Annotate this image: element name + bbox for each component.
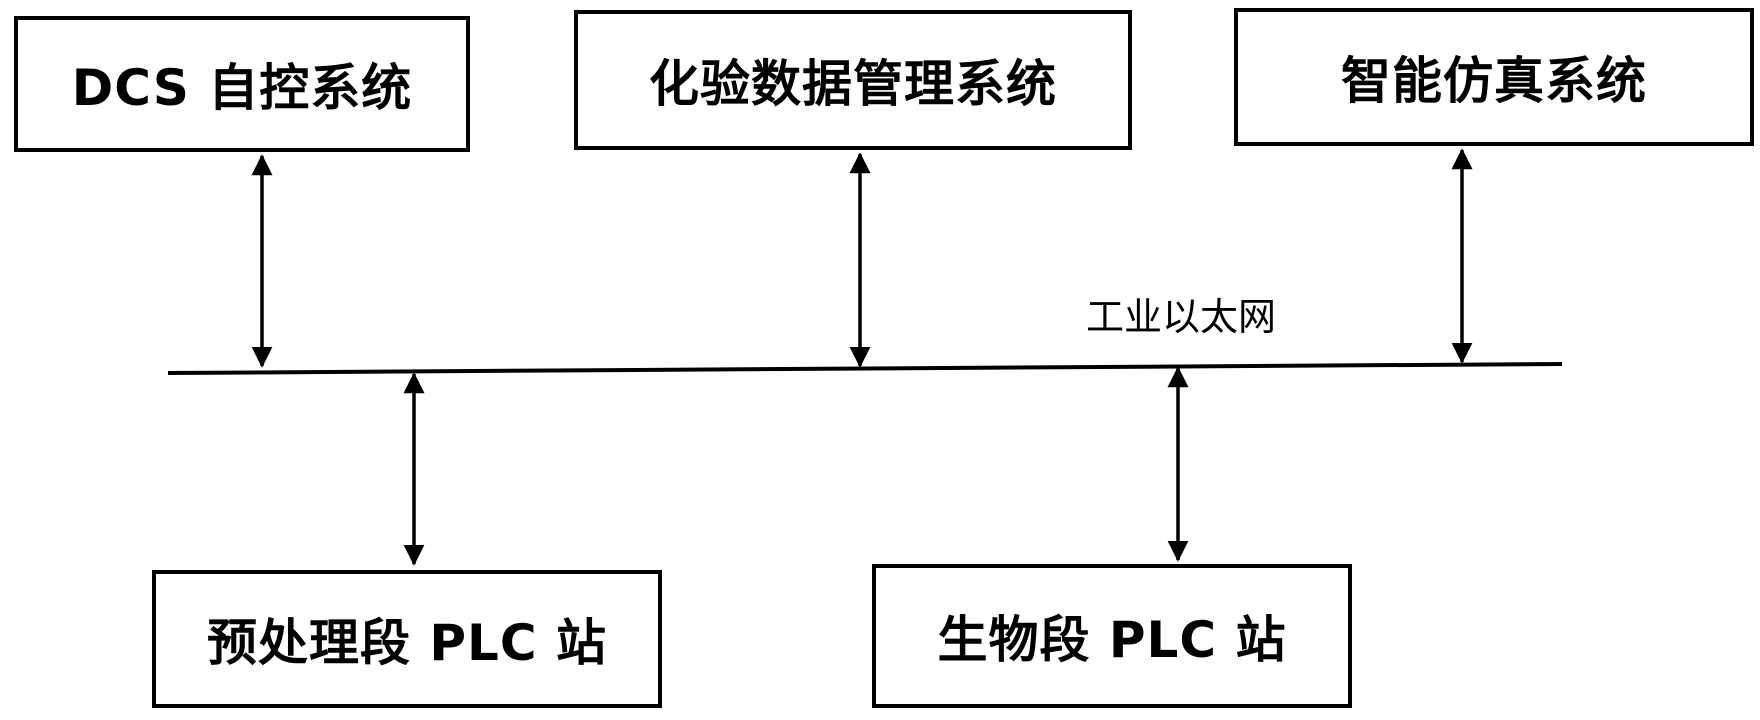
intelligent-simulation-label: 智能仿真系统 (1341, 52, 1647, 110)
dcs-control-system-label: DCS 自控系统 (71, 59, 413, 117)
intelligent-simulation-node: 智能仿真系统 (1234, 8, 1754, 146)
ethernet-bus-line (167, 362, 1563, 375)
lab-data-management-label: 化验数据管理系统 (649, 55, 1057, 113)
pretreatment-plc-station-node: 预处理段 PLC 站 (152, 570, 662, 708)
dcs-control-system-node: DCS 自控系统 (14, 16, 470, 152)
biological-plc-station-label: 生物段 PLC 站 (937, 611, 1287, 669)
biological-plc-station-node: 生物段 PLC 站 (872, 564, 1352, 708)
ethernet-bus-label: 工业以太网 (1086, 295, 1277, 339)
lab-data-management-node: 化验数据管理系统 (574, 10, 1132, 150)
pretreatment-plc-station-label: 预处理段 PLC 站 (206, 614, 607, 672)
